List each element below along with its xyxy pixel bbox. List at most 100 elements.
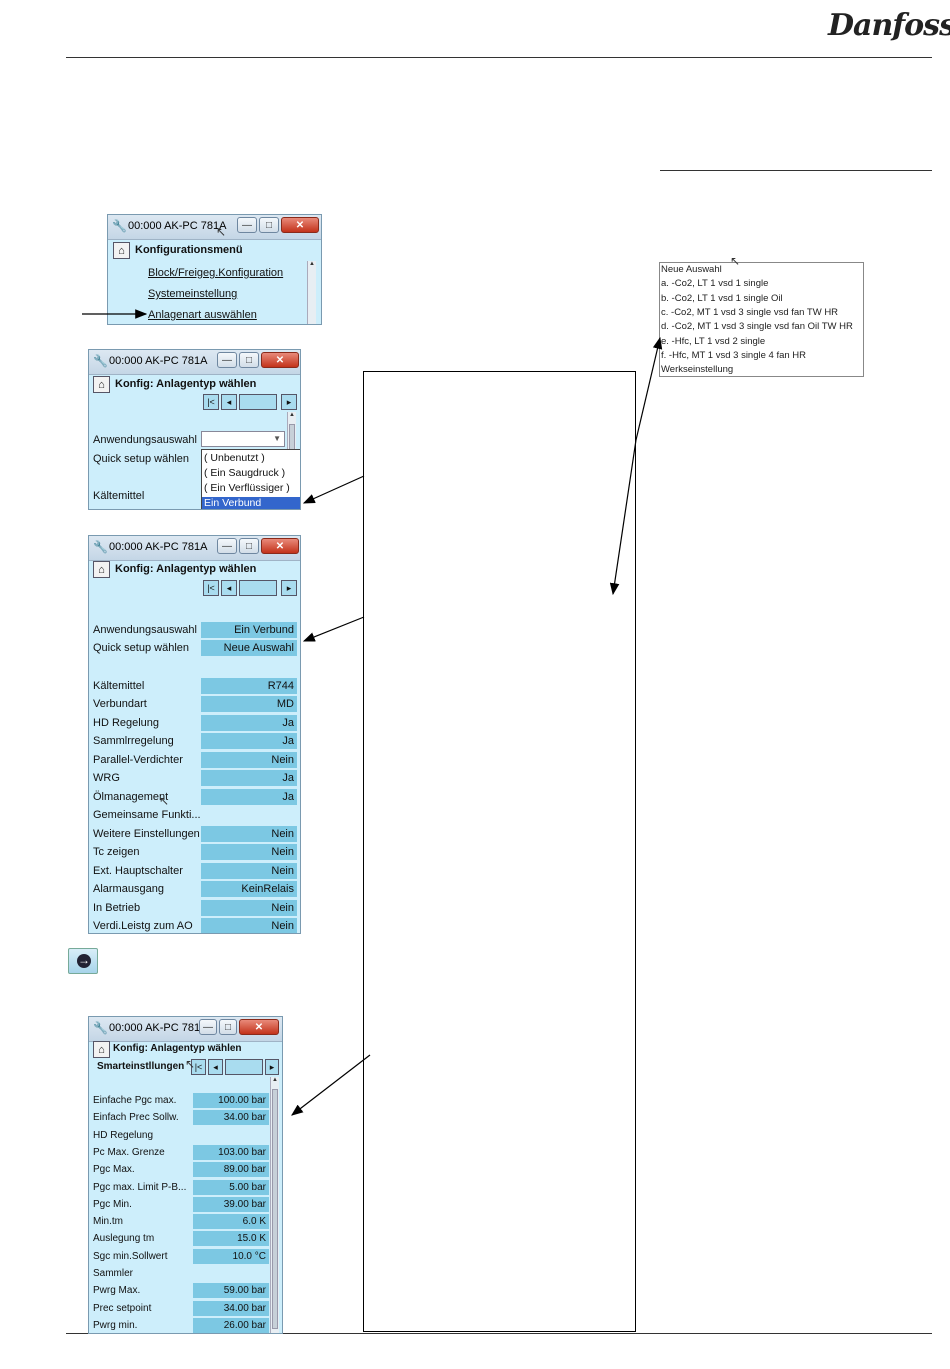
label-application: Anwendungsauswahl: [93, 434, 197, 446]
page-slider[interactable]: [239, 394, 277, 410]
minimize-button[interactable]: —: [237, 217, 257, 233]
popup-option[interactable]: Werkseinstellung: [661, 364, 734, 376]
row-label: Parallel-Verdichter: [93, 754, 183, 766]
row-value[interactable]: R744: [201, 678, 297, 694]
maximize-button[interactable]: □: [259, 217, 279, 233]
row-label: Pgc max. Limit P-B...: [93, 1182, 187, 1193]
menu-item-system-settings[interactable]: Systemeinstellung: [148, 288, 238, 300]
home-icon[interactable]: ⌂: [93, 561, 110, 578]
next-arrow-icon[interactable]: ▸: [281, 580, 297, 596]
titlebar: 🔧 00:000 AK-PC 781A — □ ✕: [108, 215, 321, 240]
prev-icon[interactable]: ◂: [208, 1059, 223, 1075]
minimize-button[interactable]: —: [217, 352, 237, 368]
nav-bar: |< ◂ ▸: [191, 1059, 279, 1075]
window-title: 00:000 AK-PC 781A: [109, 541, 208, 553]
row-value[interactable]: Ein Verbund: [201, 622, 297, 638]
row-value[interactable]: Nein: [201, 826, 297, 842]
row-value[interactable]: 15.0 K: [193, 1231, 269, 1246]
row-label: Einfache Pgc max.: [93, 1095, 177, 1106]
first-page-icon[interactable]: |<: [191, 1059, 206, 1075]
row-value[interactable]: Nein: [201, 918, 297, 933]
row-value[interactable]: Neue Auswahl: [201, 640, 297, 656]
popup-option[interactable]: f. -Hfc, MT 1 vsd 3 single 4 fan HR: [661, 349, 807, 361]
prev-icon[interactable]: ◂: [221, 580, 237, 596]
row-label: Einfach Prec Sollw.: [93, 1112, 179, 1123]
minimize-button[interactable]: —: [217, 538, 237, 554]
next-arrow-icon[interactable]: ▸: [281, 394, 297, 410]
popup-option[interactable]: d. -Co2, MT 1 vsd 3 single vsd fan Oil T…: [661, 321, 853, 333]
close-button[interactable]: ✕: [261, 538, 299, 554]
page-slider[interactable]: [225, 1059, 263, 1075]
row-value[interactable]: 103.00 bar: [193, 1145, 269, 1160]
row-value[interactable]: Ja: [201, 733, 297, 749]
row-value[interactable]: Ja: [201, 770, 297, 786]
scroll-up-icon[interactable]: ▲: [309, 261, 315, 267]
application-select[interactable]: ▼: [201, 431, 285, 447]
row-value[interactable]: 5.00 bar: [193, 1180, 269, 1195]
row-value[interactable]: Nein: [201, 752, 297, 768]
row-label: Sammlrregelung: [93, 735, 174, 747]
scroll-up-icon[interactable]: ▲: [272, 1077, 278, 1083]
row-value[interactable]: 34.00 bar: [193, 1110, 269, 1125]
row-value[interactable]: 59.00 bar: [193, 1283, 269, 1298]
arrow-popup-down: [609, 439, 637, 596]
popup-option[interactable]: c. -Co2, MT 1 vsd 3 single vsd fan TW HR: [661, 306, 839, 318]
dropdown-option-selected[interactable]: Ein Verbund: [202, 497, 300, 509]
menu-item-select-plant-type[interactable]: Anlagenart auswählen: [148, 309, 257, 321]
row-value[interactable]: 39.00 bar: [193, 1197, 269, 1212]
popup-option[interactable]: b. -Co2, LT 1 vsd 1 single Oil: [661, 292, 783, 304]
first-page-icon[interactable]: |<: [203, 394, 219, 410]
popup-option[interactable]: a. -Co2, LT 1 vsd 1 single: [661, 278, 769, 290]
next-page-button[interactable]: →: [68, 948, 98, 974]
nav-bar: |< ◂ ▸: [203, 580, 297, 596]
row-value[interactable]: Ja: [201, 715, 297, 731]
home-icon[interactable]: ⌂: [93, 1041, 110, 1058]
window-config-menu: 🔧 00:000 AK-PC 781A — □ ✕ ⌂ Konfiguratio…: [107, 214, 322, 325]
maximize-button[interactable]: □: [239, 538, 259, 554]
row-label: Pgc Max.: [93, 1164, 135, 1175]
maximize-button[interactable]: □: [239, 352, 259, 368]
close-button[interactable]: ✕: [281, 217, 319, 233]
row-value[interactable]: Ja: [201, 789, 297, 805]
first-page-icon[interactable]: |<: [203, 580, 219, 596]
arrow-popup-up: [635, 336, 663, 441]
dropdown-option[interactable]: ( Unbenutzt ): [204, 452, 265, 464]
popup-option[interactable]: e. -Hfc, LT 1 vsd 2 single: [661, 335, 766, 347]
row-value[interactable]: 26.00 bar: [193, 1318, 269, 1333]
row-value[interactable]: Nein: [201, 900, 297, 916]
row-value[interactable]: Nein: [201, 863, 297, 879]
next-arrow-icon[interactable]: ▸: [265, 1059, 279, 1075]
scrollbar[interactable]: ▲: [270, 1077, 279, 1333]
row-value[interactable]: 34.00 bar: [193, 1301, 269, 1316]
scrollbar[interactable]: ▲: [307, 261, 316, 324]
row-value[interactable]: MD: [201, 696, 297, 712]
minimize-button[interactable]: —: [199, 1019, 217, 1035]
scroll-up-icon[interactable]: ▲: [289, 412, 295, 418]
prev-icon[interactable]: ◂: [221, 394, 237, 410]
dropdown-option[interactable]: ( Ein Verflüssiger ): [204, 482, 290, 494]
row-label: Verbundart: [93, 698, 147, 710]
header-rule: [66, 57, 932, 58]
row-value[interactable]: 89.00 bar: [193, 1162, 269, 1177]
close-button[interactable]: ✕: [261, 352, 299, 368]
row-label: Quick setup wählen: [93, 642, 189, 654]
maximize-button[interactable]: □: [219, 1019, 237, 1035]
row-value[interactable]: 100.00 bar: [193, 1093, 269, 1108]
window-plant-type-dropdown: 🔧 00:000 AK-PC 781A — □ ✕ ⌂ Konfig: Anla…: [88, 349, 301, 510]
row-value[interactable]: 10.0 °C: [193, 1249, 269, 1264]
home-icon[interactable]: ⌂: [93, 376, 110, 393]
page-header: Konfig: Anlagentyp wählen: [113, 1043, 242, 1054]
page-slider[interactable]: [239, 580, 277, 596]
popup-option[interactable]: Neue Auswahl: [661, 264, 722, 275]
row-value[interactable]: KeinRelais: [201, 881, 297, 897]
home-icon[interactable]: ⌂: [113, 242, 130, 259]
dropdown-option[interactable]: ( Ein Saugdruck ): [204, 467, 286, 479]
row-value[interactable]: 6.0 K: [193, 1214, 269, 1229]
section-rule: [660, 170, 932, 171]
row-label: Pgc Min.: [93, 1199, 132, 1210]
row-value[interactable]: Nein: [201, 844, 297, 860]
scroll-thumb[interactable]: [272, 1089, 278, 1329]
close-button[interactable]: ✕: [239, 1019, 279, 1035]
menu-item-block-config[interactable]: Block/Freigeg.Konfiguration: [148, 267, 284, 279]
row-label: Verdi.Leistg zum AO: [93, 920, 193, 932]
